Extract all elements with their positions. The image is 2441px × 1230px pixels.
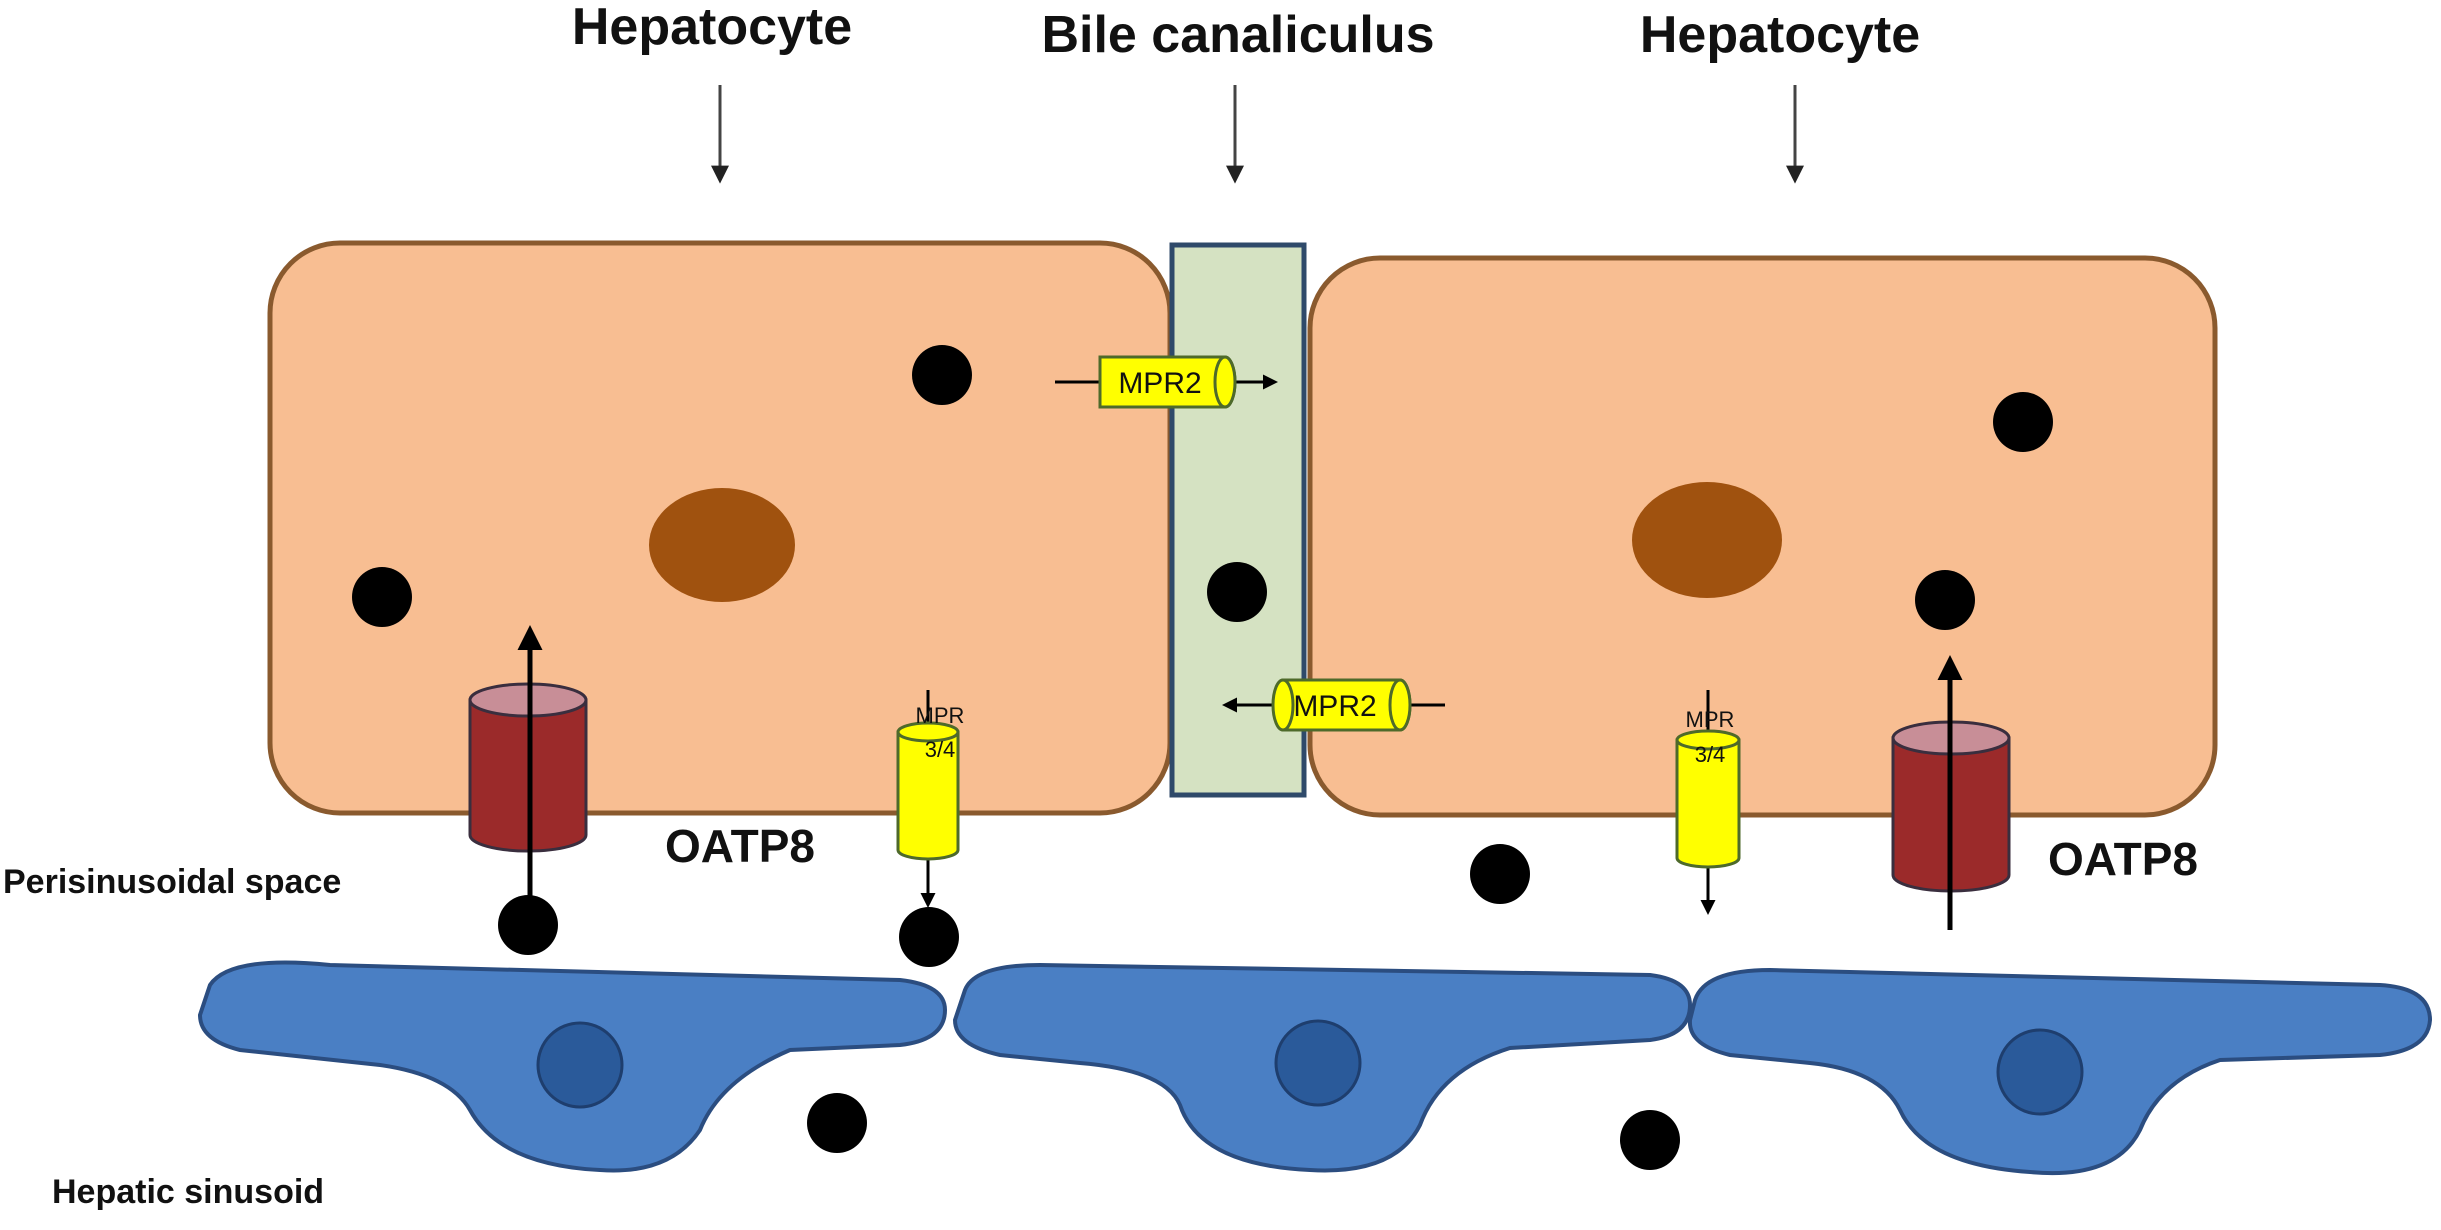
- substrate-dot: [912, 345, 972, 405]
- endothelial-nucleus-middle: [1274, 1019, 1362, 1107]
- substrate-dot: [807, 1093, 867, 1153]
- header-bile-canaliculus: Bile canaliculus: [1041, 6, 1434, 64]
- mpr34-right-label-line1: MPR: [1686, 707, 1735, 732]
- substrate-dot: [352, 567, 412, 627]
- substrate-dots: [352, 345, 2053, 1170]
- oatp8-right-label: OATP8: [2048, 833, 2198, 885]
- mpr34-transporter-right: [1675, 690, 1741, 915]
- perisinusoidal-space-label: Perisinusoidal space: [3, 863, 341, 901]
- mpr2-bottom-label: MPR2: [1293, 690, 1376, 723]
- mpr2-top-label: MPR2: [1118, 367, 1201, 400]
- mpr2-transporter-top: [1055, 355, 1278, 409]
- header-hepatocyte-right: Hepatocyte: [1640, 6, 1920, 64]
- hepatic-sinusoid-label: Hepatic sinusoid: [52, 1173, 324, 1211]
- substrate-dot: [498, 895, 558, 955]
- oatp8-left-label: OATP8: [665, 820, 815, 872]
- oatp8-transporter-left: [468, 625, 588, 905]
- substrate-dot: [1915, 570, 1975, 630]
- mpr2-transporter-bottom: [1222, 678, 1445, 732]
- substrate-dot: [1470, 844, 1530, 904]
- mpr34-transporter-left: [896, 690, 960, 908]
- oatp8-transporter-right: [1891, 655, 2011, 930]
- mpr34-right-label-line2: 3/4: [1695, 742, 1726, 767]
- substrate-dot: [899, 907, 959, 967]
- substrate-dot: [1993, 392, 2053, 452]
- hepatocyte-left-nucleus: [649, 488, 795, 602]
- endothelial-nucleus-left: [536, 1021, 624, 1109]
- header-hepatocyte-left: Hepatocyte: [572, 0, 852, 56]
- substrate-dot: [1620, 1110, 1680, 1170]
- endothelial-nucleus-right: [1996, 1028, 2084, 1116]
- hepatocyte-right-nucleus: [1632, 482, 1782, 598]
- mpr34-left-label-line1: MPR: [916, 703, 965, 728]
- substrate-dot: [1207, 562, 1267, 622]
- mpr34-left-label-line2: 3/4: [925, 737, 956, 762]
